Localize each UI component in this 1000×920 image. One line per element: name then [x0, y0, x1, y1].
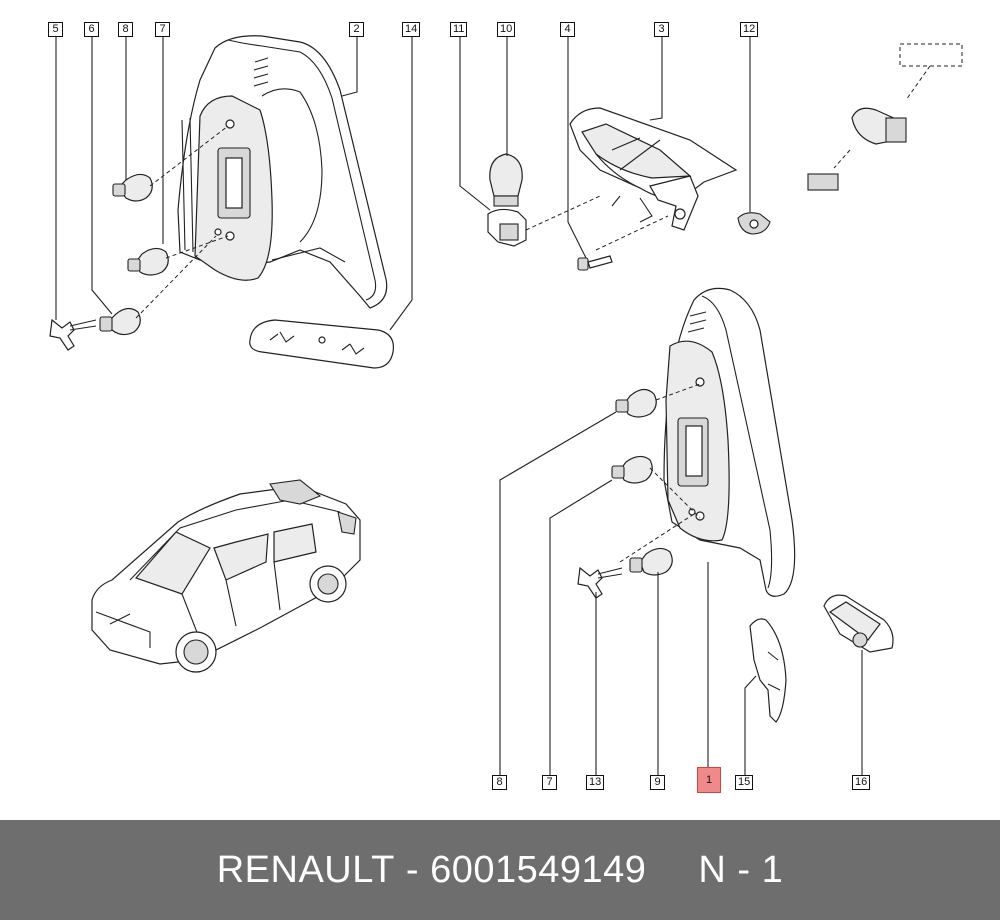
callout-13: 13	[586, 775, 605, 790]
parts-diagram	[49, 35, 963, 775]
socket-right-13	[577, 566, 623, 599]
callout-15: 15	[735, 775, 754, 790]
plate-lamp-16	[823, 594, 894, 653]
tail-lamp-assembly	[663, 287, 796, 597]
screw-4	[577, 255, 613, 271]
callout-11: 11	[450, 22, 468, 37]
footer-banner: RENAULT - 6001549149 N - 1	[0, 820, 1000, 920]
bulb-socket-11	[487, 208, 527, 247]
callout-8-bottom: 8	[492, 775, 507, 790]
callout-2: 2	[349, 22, 364, 37]
part-number: 6001549149	[430, 848, 647, 891]
callout-6: 6	[84, 22, 99, 37]
callout-3: 3	[654, 22, 669, 37]
callout-10: 10	[497, 22, 516, 37]
callout-7-bottom: 7	[542, 775, 557, 790]
callout-7: 7	[155, 22, 170, 37]
callout-9: 9	[650, 775, 665, 790]
callout-16: 16	[852, 775, 871, 790]
bulb-left-8	[112, 173, 153, 202]
page-label: N - 1	[698, 848, 784, 891]
callout-8: 8	[118, 22, 133, 37]
grommet-12	[737, 212, 771, 235]
bulb-right-9	[629, 547, 673, 576]
bulb-left-6	[99, 307, 141, 336]
lamp-unit-3	[569, 107, 738, 231]
bulb-left-7	[127, 247, 169, 276]
separator: -	[405, 848, 419, 891]
bulb-10	[489, 153, 523, 207]
callout-4: 4	[560, 22, 575, 37]
tail-lamp-housing-top	[177, 35, 388, 309]
callout-12: 12	[740, 22, 759, 37]
car-illustration	[91, 479, 361, 673]
wedge-bulb-top	[851, 107, 907, 145]
bulb-right-7	[611, 455, 653, 484]
leader-lines	[55, 36, 863, 775]
callout-1-highlighted: 1	[697, 767, 721, 793]
callout-5: 5	[48, 22, 63, 37]
bracket-15	[749, 618, 787, 723]
brand-name: RENAULT	[216, 848, 395, 891]
callout-14: 14	[402, 22, 421, 37]
trim-strip-14	[249, 319, 395, 369]
socket-left-5	[49, 318, 97, 351]
bulb-right-8	[615, 388, 657, 418]
